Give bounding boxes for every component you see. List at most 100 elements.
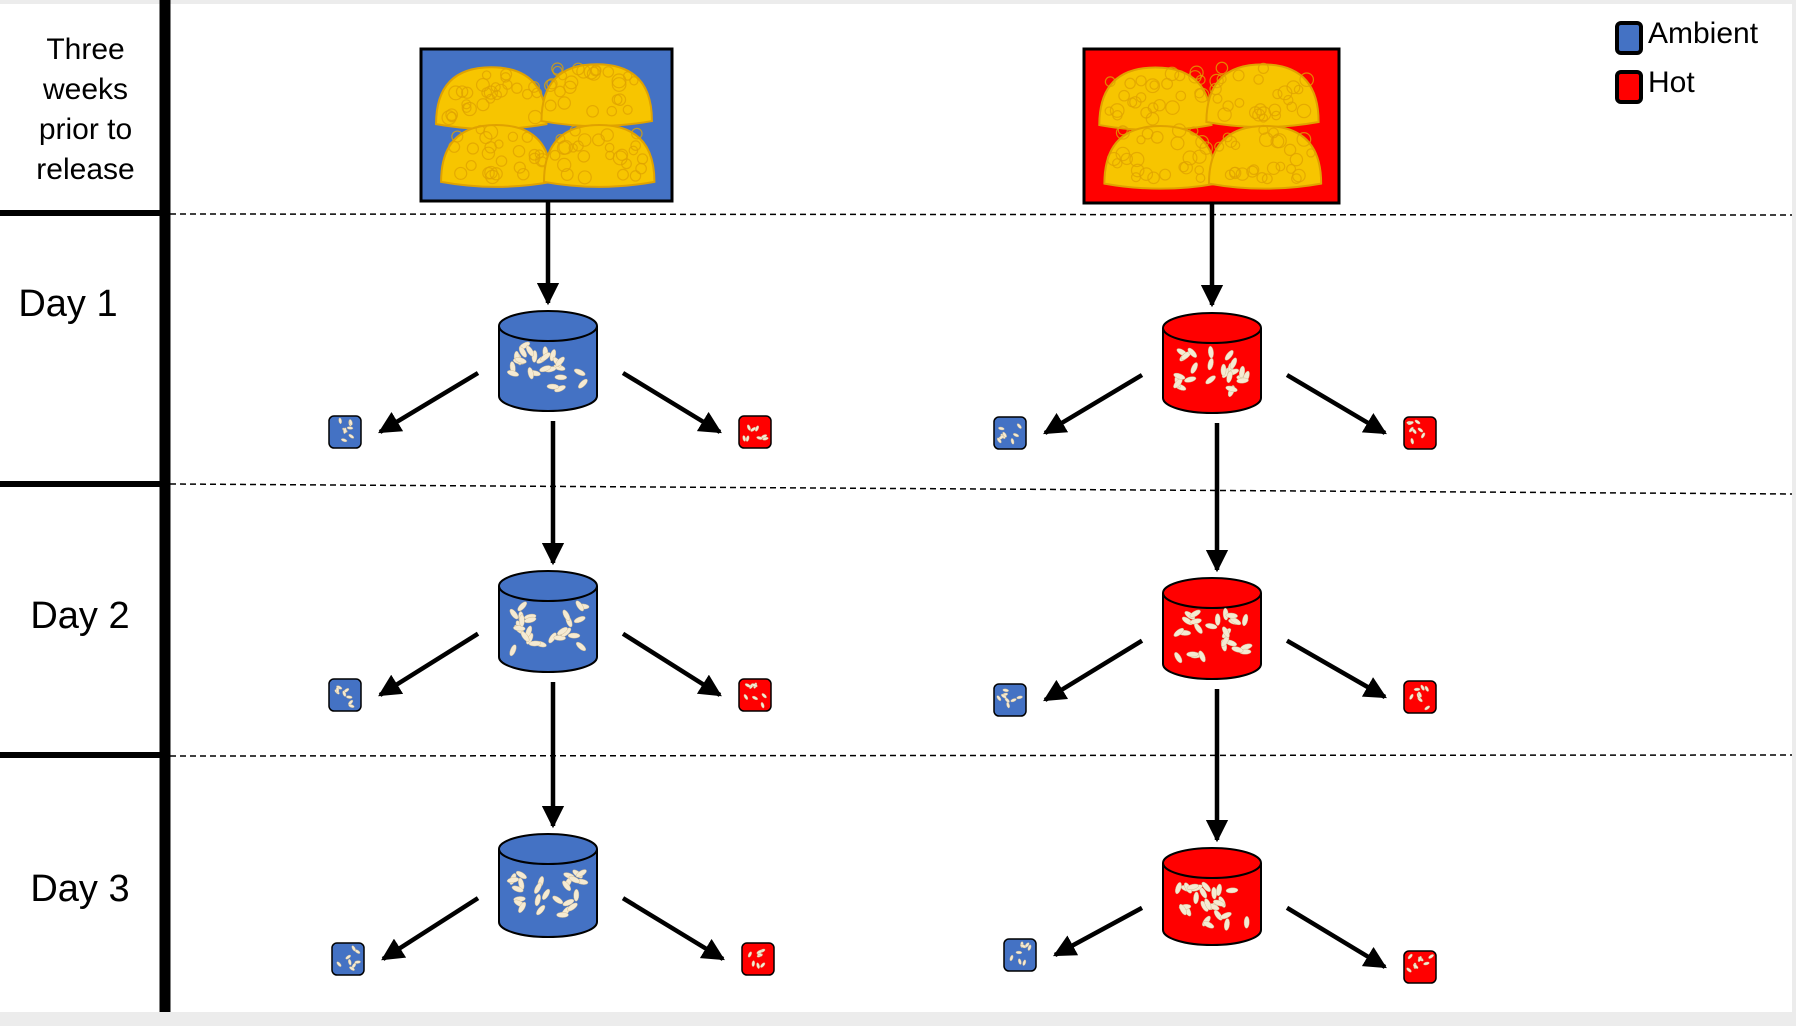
coral-polyp: [602, 66, 615, 78]
coral-polyp: [629, 170, 642, 182]
coral-polyp: [462, 101, 477, 117]
grain: [1009, 954, 1014, 962]
grain: [761, 434, 768, 439]
vial-body: [1403, 950, 1437, 984]
grain: [760, 962, 766, 968]
larval-culture-cylinder: [498, 310, 598, 412]
grain: [1408, 426, 1414, 433]
coral-colony: [1207, 124, 1323, 190]
coral-polyp: [1289, 152, 1304, 167]
coral-polyp: [1296, 103, 1312, 119]
grain: [567, 632, 581, 639]
grain: [756, 949, 763, 955]
coral-polyp: [606, 105, 618, 117]
flow-arrow: [621, 896, 725, 961]
coral-polyp: [544, 99, 557, 112]
grain: [345, 954, 351, 960]
coral-polyp: [1124, 77, 1136, 90]
coral-polyp: [1217, 107, 1232, 122]
coral-polyp: [1246, 165, 1259, 178]
coral-polyp: [1192, 149, 1207, 164]
vial-body: [993, 683, 1027, 717]
coral-polyp: [586, 104, 599, 118]
grain: [1002, 431, 1007, 438]
grain: [351, 945, 356, 952]
coral-polyp: [1275, 161, 1286, 172]
coral-polyp: [1159, 168, 1172, 181]
diagram-panel: [0, 4, 1792, 1012]
grain: [342, 690, 347, 697]
grain: [1205, 623, 1218, 630]
legend-label-hot: Hot: [1648, 66, 1695, 99]
grain: [349, 966, 355, 971]
coral-polyp: [576, 64, 591, 79]
row-label-day-3: Day 3: [30, 868, 130, 910]
flow-arrow: [1053, 905, 1144, 957]
grain: [1222, 626, 1230, 638]
grain: [348, 704, 355, 708]
coral-polyp: [630, 140, 642, 151]
coral-polyp: [1194, 87, 1210, 103]
coral-polyp: [1291, 173, 1302, 184]
coral-polyp: [1212, 93, 1223, 104]
coral-polyp: [1118, 89, 1130, 102]
cylinder-top: [1162, 577, 1262, 609]
grain: [1010, 438, 1015, 445]
larval-culture-cylinder: [1162, 847, 1262, 946]
flow-arrow: [1285, 373, 1387, 435]
grain: [1020, 944, 1027, 949]
coral-polyp: [1261, 173, 1273, 185]
grain: [354, 960, 361, 964]
coral-polyp: [511, 82, 523, 94]
coral-polyp: [1253, 74, 1264, 85]
coral-colony: [440, 123, 553, 188]
coral-polyp: [1136, 135, 1146, 145]
cylinder-top: [498, 570, 598, 602]
grain: [511, 885, 524, 893]
grain: [1420, 684, 1425, 691]
coral-polyp: [1271, 133, 1287, 149]
flow-arrow: [378, 371, 480, 434]
row-label-line: release: [36, 153, 135, 186]
coral-polyp: [600, 128, 614, 142]
grain: [557, 627, 568, 636]
grain: [1224, 350, 1234, 361]
row-label-three-weeks: Three weeks prior to release: [8, 30, 163, 190]
flow-arrow: [381, 896, 480, 961]
coral-polyp: [1296, 131, 1312, 147]
coral-polyp: [1232, 69, 1245, 82]
grain: [1173, 372, 1186, 380]
grain: [1407, 953, 1413, 960]
coral-polyp: [1216, 74, 1227, 85]
larval-sample-vial: [993, 416, 1027, 450]
coral-polyp: [1286, 80, 1301, 95]
grain: [1006, 701, 1010, 709]
coral-polyp: [564, 75, 579, 90]
coral-polyp: [481, 70, 492, 80]
grain: [997, 437, 1002, 444]
grain: [744, 683, 751, 688]
grain: [518, 346, 527, 358]
grain: [1000, 693, 1007, 699]
coral-polyp: [549, 149, 561, 161]
grain: [524, 616, 537, 624]
grain: [573, 368, 586, 376]
coral-polyp: [546, 78, 558, 90]
grain: [1018, 958, 1022, 965]
cylinder-top: [498, 833, 598, 865]
coral-colony: [542, 123, 656, 188]
coral-polyp: [611, 73, 627, 89]
coral-polyp: [1130, 163, 1145, 178]
coral-polyp: [1266, 161, 1281, 176]
row-label-line: prior to: [38, 113, 133, 146]
coral-polyp: [611, 77, 627, 92]
grain: [1414, 419, 1421, 425]
grain: [1417, 956, 1422, 962]
coral-polyp: [1299, 72, 1315, 88]
larval-sample-vial: [1403, 950, 1437, 984]
coral-polyp: [1115, 146, 1131, 162]
grain: [996, 695, 1002, 701]
grain: [1220, 911, 1232, 920]
coral-polyp: [1195, 135, 1209, 149]
grain: [519, 614, 525, 627]
